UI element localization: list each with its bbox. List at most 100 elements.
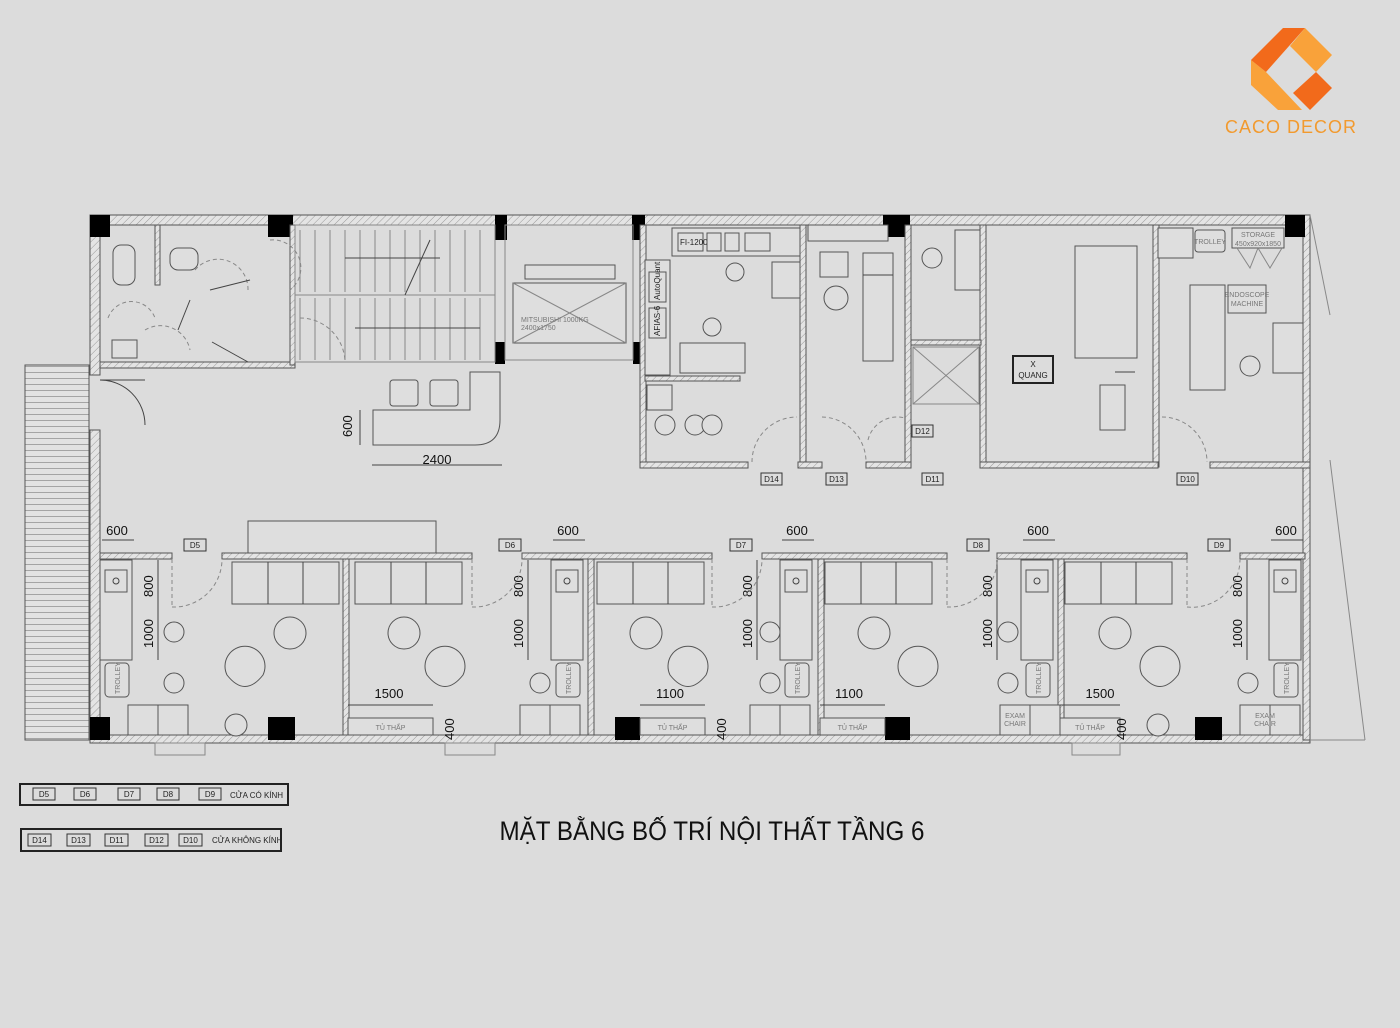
legend-door-tag-box	[73, 787, 97, 801]
elevator-size: 2400x1750	[521, 325, 556, 332]
xray-room: X QUANG	[1012, 245, 1138, 431]
dim-sink: 800	[511, 575, 526, 597]
trolley-label: TROLLEY	[795, 662, 802, 694]
low-cabinet-label: TỦ THẤP	[1075, 722, 1105, 732]
door-tag: D5	[190, 541, 201, 550]
coffee-table-icon	[387, 616, 421, 650]
sink-drain	[1033, 577, 1041, 585]
structural-columns	[90, 215, 1305, 740]
legend-door-tag: D8	[163, 790, 174, 799]
exam-chair-icon	[999, 704, 1031, 736]
xray-table	[1074, 245, 1138, 359]
lab-equipment-fi1200: FI-1200	[680, 238, 708, 247]
legend-door-tag-box	[32, 787, 56, 801]
dim-sink: 800	[980, 575, 995, 597]
legend-door-tag: D6	[80, 790, 91, 799]
stool-icon	[725, 262, 745, 282]
door-tag-box	[729, 538, 753, 552]
stool-icon	[163, 621, 185, 643]
low-cabinet-label: TỦ THẤP	[376, 722, 406, 732]
legend-glass-label: CỬA CÓ KÍNH	[230, 791, 283, 800]
exam-chair-icon	[1029, 704, 1061, 736]
door-swing	[711, 558, 763, 608]
sink-icon	[1273, 569, 1297, 593]
trolley-label: TROLLEY	[1036, 662, 1043, 694]
stool-icon	[1237, 672, 1259, 694]
door-tag: D14	[764, 475, 779, 484]
sofa-icon	[596, 561, 705, 605]
reception-dim-width: 2400	[423, 452, 452, 467]
door-tag: D7	[736, 541, 747, 550]
legend-door-tag-box	[198, 787, 222, 801]
door-swing	[471, 558, 523, 608]
door-tag-box	[1207, 538, 1231, 552]
window-bay	[444, 742, 496, 756]
low-cabinet	[1059, 717, 1121, 736]
legend-door-tag-box	[156, 787, 180, 801]
legend-door-tag-box	[66, 833, 91, 847]
round-stool-icon	[224, 713, 248, 737]
door-tag: D13	[829, 475, 844, 484]
legend-door-tag-box	[178, 833, 203, 847]
exam-chair-icon	[127, 704, 159, 736]
xray-label-line2: QUANG	[1018, 371, 1047, 380]
exam-chair-icon	[519, 704, 551, 736]
trolley-icon	[784, 662, 810, 698]
trolley-icon	[555, 662, 581, 698]
staircase	[294, 224, 496, 363]
exam-chair-icon	[549, 704, 581, 736]
door-tag-box	[966, 538, 990, 552]
stool-icon	[163, 672, 185, 694]
sink-drain	[563, 577, 571, 585]
dim-width: 600	[786, 523, 808, 538]
treatment-room	[807, 224, 894, 362]
toilet-icon	[169, 247, 199, 271]
trolley-icon	[1273, 662, 1299, 698]
reception-dim-depth: 600	[340, 415, 355, 437]
door-tag-box	[921, 472, 944, 486]
door-tag-box	[1176, 472, 1199, 486]
armchair-icon	[667, 645, 709, 687]
door-tag-box	[760, 472, 783, 486]
legend-door-tag: D5	[39, 790, 50, 799]
sofa-icon	[231, 561, 340, 605]
dim-counter: 1000	[740, 619, 755, 648]
trolley-icon	[1025, 662, 1051, 698]
sink-icon	[104, 569, 128, 593]
logo-mark-dark	[1251, 28, 1305, 72]
trolley-label: TROLLEY	[115, 662, 122, 694]
coffee-table-icon	[273, 616, 307, 650]
door-tag: D11	[925, 475, 940, 484]
endoscope-machine-1: ENDOSCOPE	[1225, 292, 1270, 299]
outer-walls	[89, 214, 1366, 744]
legend-solid-label: CỬA KHÔNG KÍNH	[212, 836, 283, 845]
legend-door-tag: D14	[32, 836, 47, 845]
trolley-label: TROLLEY	[1284, 662, 1291, 694]
low-cabinet	[819, 717, 886, 736]
exam-chair-icon	[779, 704, 811, 736]
stool-icon	[1239, 355, 1261, 377]
endoscopy-room: TROLLEY STORAGE 450x920x1850 ENDOSCOPE M…	[1157, 227, 1304, 391]
entrance-ramp	[24, 364, 90, 741]
legend-door-tag: D10	[183, 836, 198, 845]
storage-size: 450x920x1850	[1235, 241, 1281, 248]
dim-sink: 800	[740, 575, 755, 597]
door-tag: D12	[915, 427, 930, 436]
door-tag: D9	[1214, 541, 1225, 550]
low-cabinet-label: TỦ THẤP	[658, 722, 688, 732]
stool-icon	[654, 414, 676, 436]
dim-cabinet: 1500	[1086, 686, 1115, 701]
stool-icon	[997, 672, 1019, 694]
legend-door-tag: D13	[71, 836, 86, 845]
endoscopy-trolley: TROLLEY	[1194, 239, 1226, 246]
xray-label-box	[1012, 355, 1054, 384]
logo-text: CACO DECOR	[1225, 117, 1357, 137]
stool-icon	[997, 621, 1019, 643]
consult-rooms-walls	[99, 520, 1306, 736]
dim-counter: 1000	[511, 619, 526, 648]
exam-chair-icon	[1269, 704, 1301, 736]
stool-icon	[701, 414, 723, 436]
door-tag-box	[911, 424, 934, 438]
sink-icon	[111, 339, 138, 359]
